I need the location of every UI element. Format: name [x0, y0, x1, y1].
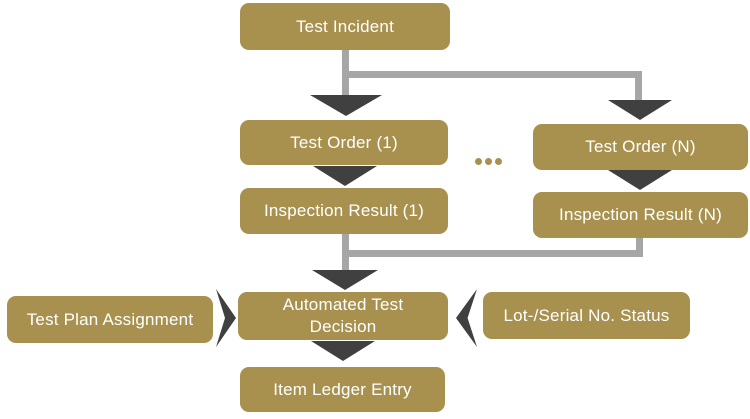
connector-branch-horizontal — [342, 71, 642, 78]
node-item-ledger-entry: Item Ledger Entry — [240, 367, 445, 412]
connector-resultN-stem — [636, 238, 643, 257]
node-automated-test-decision: Automated Test Decision — [238, 292, 448, 340]
down-arrow-icon-to-test-order-n — [608, 100, 672, 120]
down-arrow-icon-to-test-order-1 — [310, 95, 382, 116]
node-inspection-result-n-label: Inspection Result (N) — [559, 205, 722, 225]
node-inspection-result-1-label: Inspection Result (1) — [263, 201, 425, 221]
chevron-left-icon-status-to-decision — [456, 289, 477, 347]
node-test-order-n: Test Order (N) — [533, 124, 748, 170]
node-test-plan-assignment: Test Plan Assignment — [7, 296, 213, 343]
ellipsis-dot — [485, 158, 492, 165]
node-lot-serial-status: Lot-/Serial No. Status — [483, 292, 690, 339]
node-inspection-result-n: Inspection Result (N) — [533, 192, 748, 238]
ellipsis-dot — [475, 158, 482, 165]
down-arrow-icon-to-item-ledger — [311, 341, 375, 361]
ellipsis-dot — [495, 158, 502, 165]
connector-merge-horizontal — [345, 250, 641, 257]
chevron-right-icon-plan-to-decision — [216, 289, 236, 347]
node-automated-test-decision-label: Automated Test Decision — [282, 295, 404, 336]
node-inspection-result-1: Inspection Result (1) — [240, 188, 448, 234]
down-arrow-icon-orderN-to-resultN — [608, 170, 672, 190]
node-item-ledger-entry-label: Item Ledger Entry — [273, 379, 412, 399]
node-test-incident: Test Incident — [240, 3, 450, 50]
node-test-plan-assignment-label: Test Plan Assignment — [26, 309, 194, 329]
down-arrow-icon-to-decision — [312, 270, 378, 290]
connector-branch-right-drop — [635, 71, 642, 101]
node-lot-serial-status-label: Lot-/Serial No. Status — [503, 305, 670, 325]
node-test-order-1: Test Order (1) — [240, 120, 448, 165]
down-arrow-icon-order1-to-result1 — [313, 166, 377, 186]
node-test-order-1-label: Test Order (1) — [290, 132, 398, 152]
node-test-order-n-label: Test Order (N) — [585, 137, 696, 157]
node-test-incident-label: Test Incident — [295, 16, 395, 36]
